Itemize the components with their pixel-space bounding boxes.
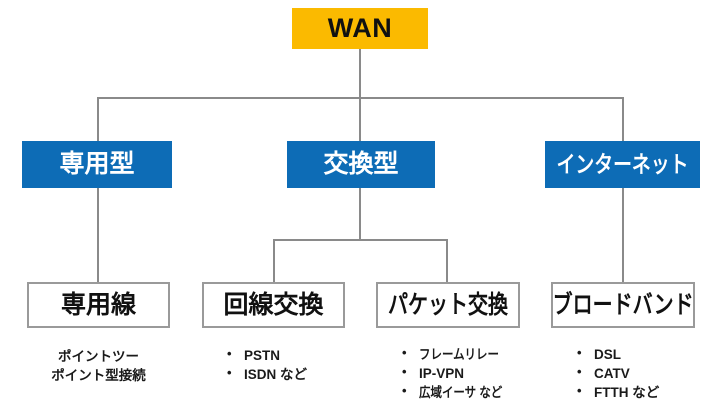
connector-switched-drop-right <box>446 239 448 283</box>
node-wan-root-label: WAN <box>327 13 393 43</box>
connector-dedicated-to-leaf <box>97 188 99 283</box>
node-category-internet[interactable]: インターネット <box>545 141 700 188</box>
caption-leased-line-line-2: ポイント型接続 <box>51 368 146 384</box>
caption-packet-switching-list: フレームリレー IP-VPN 広域イーサ など <box>400 344 540 402</box>
node-category-dedicated[interactable]: 専用型 <box>22 141 172 188</box>
caption-packet-switching: フレームリレー IP-VPN 広域イーサ など <box>400 344 540 402</box>
list-item: ISDN など <box>225 364 355 384</box>
list-item: CATV <box>575 363 705 383</box>
connector-root-stem <box>359 49 361 98</box>
connector-switched-bus <box>273 239 448 241</box>
list-item: FTTH など <box>575 382 705 402</box>
node-leaf-packet-switching-label: パケット交換 <box>388 290 509 319</box>
node-leaf-circuit-switching-label: 回線交換 <box>223 290 324 319</box>
list-item: フレームリレー <box>400 344 540 364</box>
node-wan-root[interactable]: WAN <box>292 8 428 49</box>
node-category-dedicated-label: 専用型 <box>59 150 135 178</box>
list-item-label: フレームリレー <box>419 347 499 362</box>
connector-switched-stem <box>359 188 361 240</box>
list-item-label: 広域イーサ など <box>419 385 503 401</box>
connector-switched-drop-left <box>273 239 275 283</box>
caption-circuit-switching-list: PSTN ISDN など <box>225 345 355 384</box>
node-leaf-circuit-switching[interactable]: 回線交換 <box>202 282 345 328</box>
node-category-switched[interactable]: 交換型 <box>287 141 435 188</box>
node-leaf-packet-switching[interactable]: パケット交換 <box>376 282 520 328</box>
connector-drop-left <box>97 97 99 141</box>
node-leaf-leased-line[interactable]: 専用線 <box>27 282 170 328</box>
caption-broadband-list: DSL CATV FTTH など <box>575 344 705 402</box>
list-item: IP-VPN <box>400 363 540 383</box>
connector-drop-right <box>622 97 624 141</box>
connector-internet-to-leaf <box>622 188 624 283</box>
connector-drop-center <box>359 97 361 141</box>
list-item: 広域イーサ など <box>400 382 540 402</box>
node-leaf-leased-line-label: 専用線 <box>60 290 136 319</box>
node-leaf-broadband[interactable]: ブロードバンド <box>551 282 695 328</box>
caption-leased-line-line-1: ポイントツー <box>58 349 139 364</box>
list-item: DSL <box>575 344 705 364</box>
caption-circuit-switching: PSTN ISDN など <box>225 345 355 384</box>
list-item: PSTN <box>225 345 355 365</box>
node-leaf-broadband-label: ブロードバンド <box>552 290 694 319</box>
node-category-switched-label: 交換型 <box>323 150 399 178</box>
caption-leased-line: ポイントツー ポイント型接続 <box>17 347 180 385</box>
caption-broadband: DSL CATV FTTH など <box>575 344 705 402</box>
node-category-internet-label: インターネット <box>556 151 689 177</box>
